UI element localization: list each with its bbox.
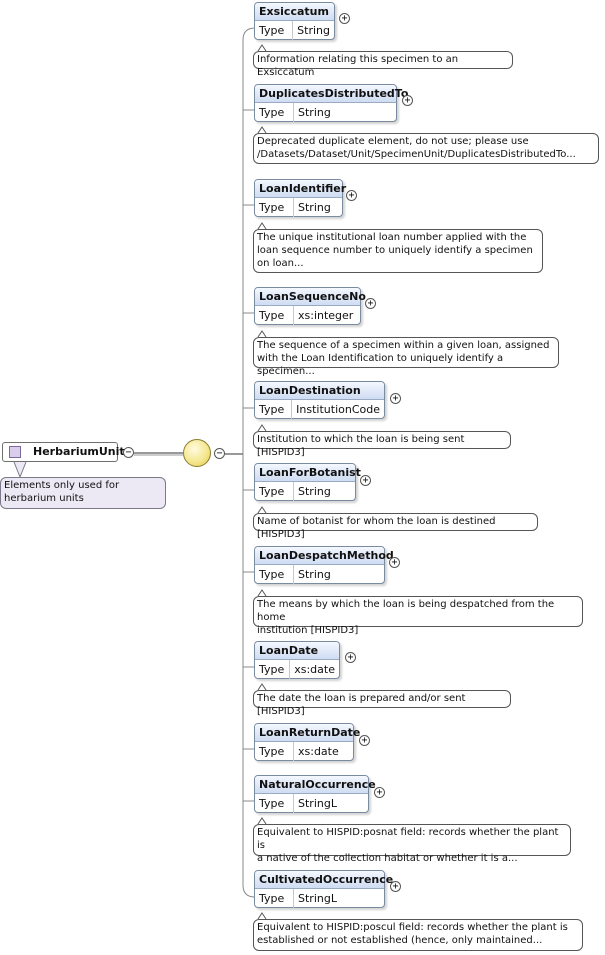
element-type-row: Type StringL	[255, 794, 368, 813]
element-cultivatedoccurrence[interactable]: CultivatedOccurrence Type StringL	[254, 870, 393, 908]
element-name: Exsiccatum	[255, 3, 334, 21]
type-value: InstitutionCode	[296, 403, 380, 416]
element-name: LoanDespatchMethod	[255, 547, 394, 565]
element-name: DuplicatesDistributedTo	[255, 85, 408, 103]
type-value: String	[298, 485, 331, 498]
expand-toggle-loanreturndate[interactable]: +	[359, 735, 370, 746]
type-key: Type	[259, 198, 294, 217]
element-documentation: The unique institutional loan number app…	[253, 229, 543, 273]
element-documentation: Deprecated duplicate element, do not use…	[253, 133, 599, 164]
element-type-row: Type String	[255, 103, 396, 122]
type-key: Type	[259, 103, 294, 122]
element-icon	[9, 446, 21, 458]
element-documentation: The date the loan is prepared and/or sen…	[253, 690, 511, 717]
expand-toggle-exsiccatum[interactable]: +	[339, 13, 350, 24]
expand-toggle-loansequenceno[interactable]: +	[365, 298, 376, 309]
type-value: xs:date	[294, 663, 335, 676]
root-element-documentation: Elements only used for herbarium units	[0, 477, 166, 509]
element-documentation: Equivalent to HISPID:posnat field: recor…	[253, 824, 571, 864]
element-name: LoanReturnDate	[255, 724, 360, 742]
element-duplicatesdistributedto[interactable]: DuplicatesDistributedTo Type String	[254, 84, 408, 122]
element-name: LoanForBotanist	[255, 464, 361, 482]
expand-toggle-loanidentifier[interactable]: +	[346, 190, 357, 201]
type-key: Type	[259, 306, 294, 325]
element-type-row: Type String	[255, 482, 355, 501]
root-element-herbariumunit[interactable]: HerbariumUnit	[2, 442, 125, 462]
type-value: StringL	[298, 892, 337, 905]
sequence-collapse-toggle[interactable]: −	[214, 448, 225, 459]
root-collapse-toggle[interactable]: −	[123, 447, 134, 458]
element-type-row: Type StringL	[255, 889, 384, 908]
element-name: LoanSequenceNo	[255, 288, 366, 306]
sequence-compositor[interactable]	[183, 439, 211, 467]
type-key: Type	[259, 889, 294, 908]
element-type-row: Type xs:date	[255, 742, 353, 761]
type-value: String	[298, 568, 331, 581]
type-value: StringL	[298, 797, 337, 810]
element-name: LoanIdentifier	[255, 180, 346, 198]
element-documentation: Equivalent to HISPID:poscul field: recor…	[253, 919, 583, 951]
element-name: CultivatedOccurrence	[255, 871, 393, 889]
type-value: xs:date	[298, 745, 339, 758]
element-loansequenceno[interactable]: LoanSequenceNo Type xs:integer	[254, 287, 366, 325]
type-key: Type	[259, 565, 294, 584]
type-value: String	[297, 24, 330, 37]
type-key: Type	[259, 660, 291, 679]
expand-toggle-duplicatesdistributedto[interactable]: +	[402, 95, 413, 106]
element-documentation: The means by which the loan is being des…	[253, 596, 583, 636]
element-type-row: Type String	[255, 198, 342, 217]
type-key: Type	[259, 21, 294, 40]
expand-toggle-naturaloccurrence[interactable]: +	[374, 787, 385, 798]
type-key: Type	[259, 482, 294, 501]
element-type-row: Type String	[255, 565, 384, 584]
element-name: NaturalOccurrence	[255, 776, 376, 794]
element-type-row: Type xs:integer	[255, 306, 360, 325]
element-documentation: Name of botanist for whom the loan is de…	[253, 513, 538, 540]
element-documentation: The sequence of a specimen within a give…	[253, 337, 559, 377]
type-key: Type	[259, 742, 294, 761]
element-name: LoanDestination	[255, 382, 384, 400]
root-element-label: HerbariumUnit	[33, 445, 125, 458]
type-key: Type	[259, 400, 293, 419]
type-value: String	[298, 201, 331, 214]
element-loanforbotanist[interactable]: LoanForBotanist Type String	[254, 463, 361, 501]
element-loanreturndate[interactable]: LoanReturnDate Type xs:date	[254, 723, 360, 761]
type-value: String	[298, 106, 331, 119]
element-loandespatchmethod[interactable]: LoanDespatchMethod Type String	[254, 546, 394, 584]
expand-toggle-cultivatedoccurrence[interactable]: +	[390, 881, 401, 892]
expand-toggle-loandespatchmethod[interactable]: +	[389, 557, 400, 568]
element-documentation: Information relating this specimen to an…	[253, 51, 513, 78]
type-key: Type	[259, 794, 294, 813]
expand-toggle-loanforbotanist[interactable]: +	[360, 475, 371, 486]
expand-toggle-loandestination[interactable]: +	[390, 393, 401, 404]
element-naturaloccurrence[interactable]: NaturalOccurrence Type StringL	[254, 775, 376, 813]
type-value: xs:integer	[298, 309, 354, 322]
expand-toggle-loandate[interactable]: +	[345, 652, 356, 663]
element-loanidentifier[interactable]: LoanIdentifier Type String	[254, 179, 346, 217]
element-name: LoanDate	[255, 642, 339, 660]
element-documentation: Institution to which the loan is being s…	[253, 431, 511, 458]
